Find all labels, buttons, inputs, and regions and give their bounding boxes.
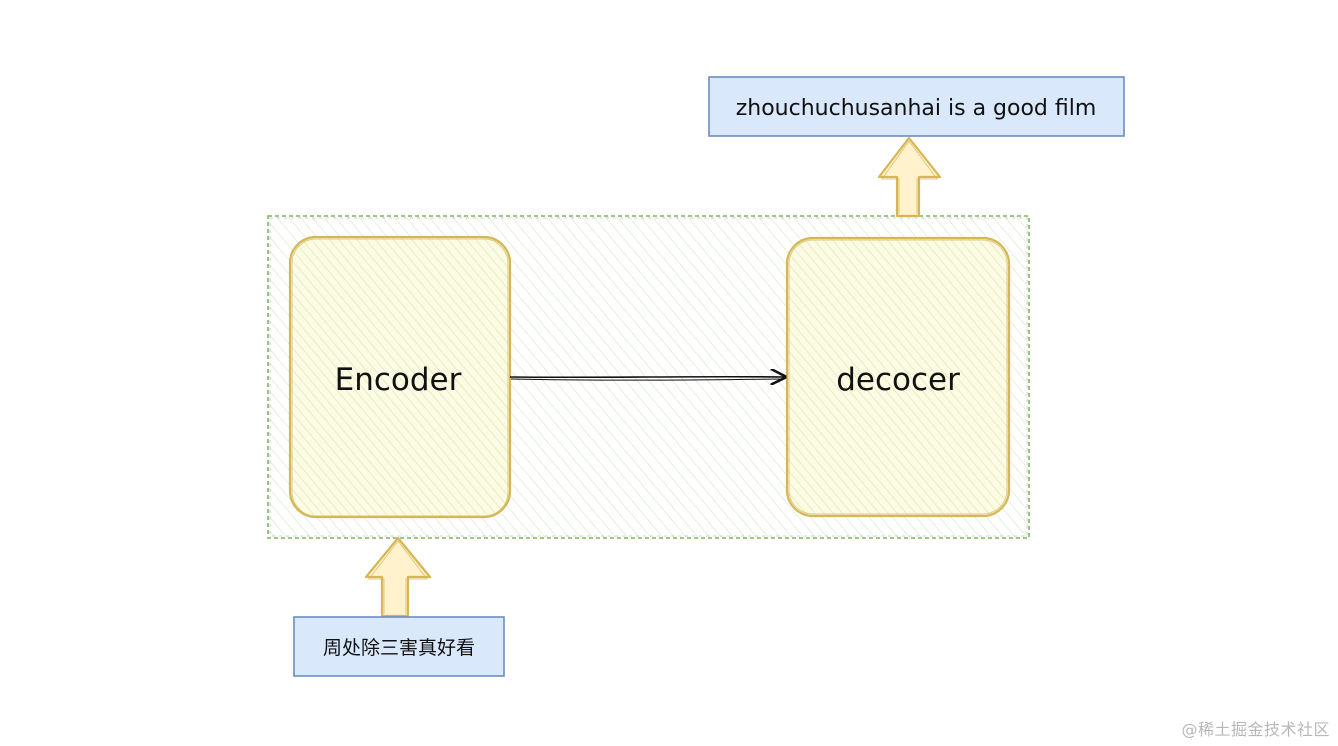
input-text: 周处除三害真好看 (323, 637, 475, 659)
input-up-arrow (364, 536, 432, 618)
output-up-arrow (877, 136, 942, 218)
decoder-block: decocer (785, 236, 1011, 518)
encoder-label: Encoder (335, 362, 462, 398)
output-box: zhouchuchusanhai is a good film (708, 76, 1125, 137)
encoder-block: Encoder (288, 235, 512, 519)
encoder-to-decoder-arrow (509, 377, 785, 380)
decoder-label: decocer (836, 362, 960, 398)
output-text: zhouchuchusanhai is a good film (736, 96, 1097, 121)
input-box: 周处除三害真好看 (293, 616, 505, 677)
watermark: @稀土掘金技术社区 (1181, 720, 1330, 739)
